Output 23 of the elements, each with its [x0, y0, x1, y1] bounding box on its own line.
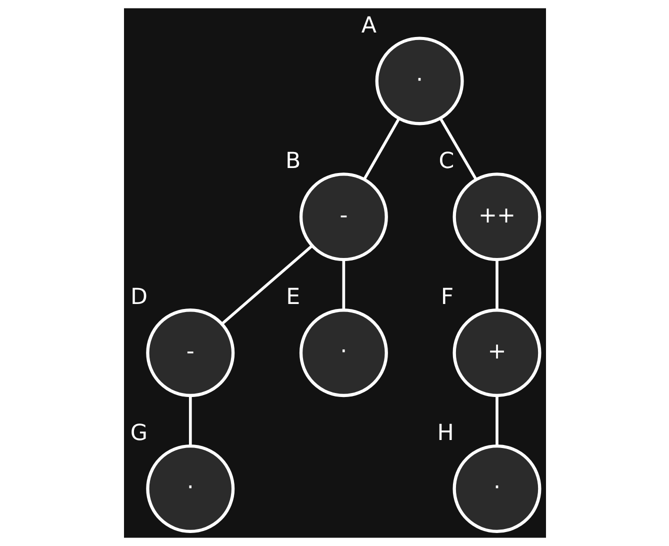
- node-circle: -: [146, 308, 234, 398]
- node-label: C: [438, 148, 454, 174]
- node-circle: ·: [374, 36, 464, 126]
- node-circle: ++: [452, 172, 541, 262]
- node-label: A: [360, 12, 376, 38]
- connector: [439, 118, 477, 180]
- connector: [342, 260, 345, 310]
- node-circle: ·: [298, 308, 388, 398]
- connector: [495, 260, 498, 310]
- node-circle: -: [298, 172, 388, 262]
- node-circle: ·: [452, 444, 541, 533]
- node-label: H: [436, 420, 454, 446]
- connector: [220, 244, 312, 325]
- node-label: E: [286, 284, 300, 310]
- node-circle: +: [452, 308, 541, 398]
- node-label: G: [130, 420, 148, 446]
- connector: [188, 396, 192, 446]
- node-label: D: [130, 284, 148, 310]
- connector: [495, 396, 498, 446]
- connector: [362, 118, 400, 180]
- node-label: B: [285, 148, 300, 174]
- node-circle: ·: [146, 444, 234, 533]
- node-label: F: [440, 284, 454, 310]
